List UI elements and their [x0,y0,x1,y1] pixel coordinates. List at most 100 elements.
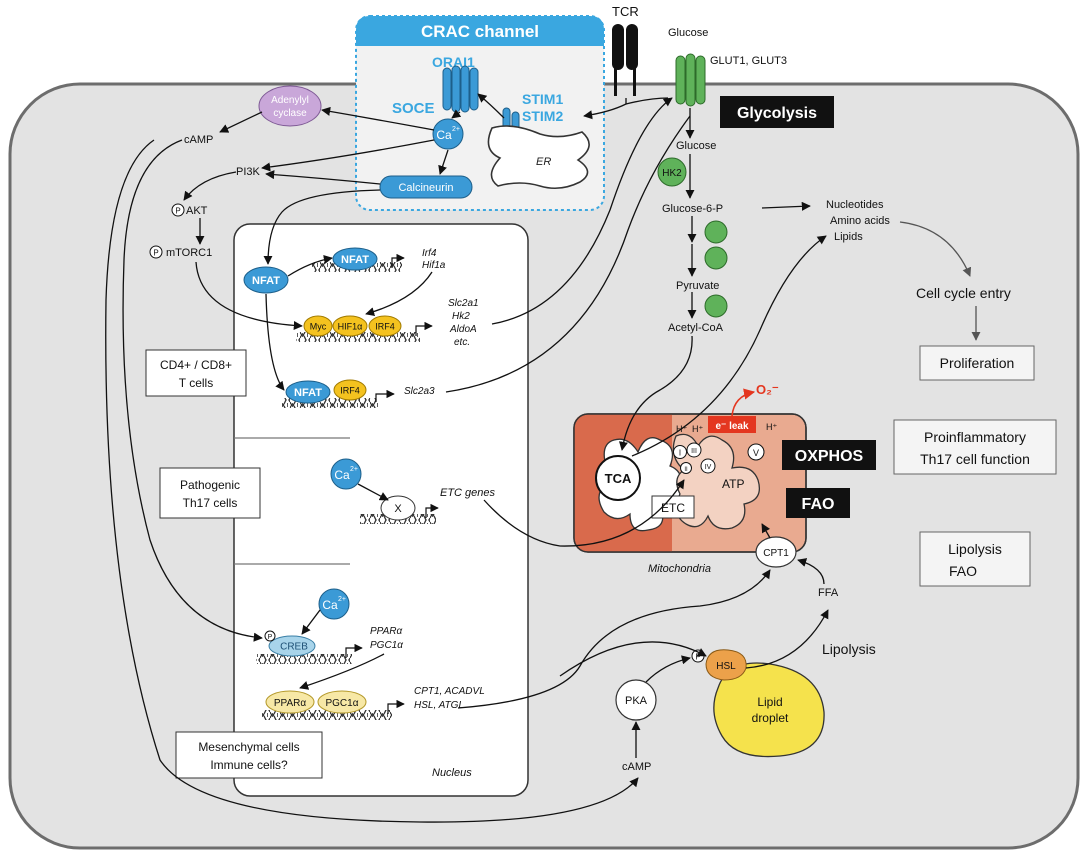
proliferation-label: Proliferation [940,355,1015,371]
glut-transporter-icon [675,53,706,107]
glut-label: GLUT1, GLUT3 [710,55,787,67]
lipolysis-fao-box [919,531,1031,587]
mtorc1-label: mTORC1 [166,247,212,259]
tca-label: TCA [605,471,632,486]
nfat-cytoplasm-label: NFAT [252,275,280,287]
nfat-cytoplasm-node [243,266,289,294]
calcium-ion-creb [318,588,350,620]
glycolytic-enzyme-2 [704,246,728,270]
cell-cycle-label: Cell cycle entry [916,285,1011,301]
calcium-top-sup: 2+ [452,126,460,133]
pgc1a-tf-label: PGC1α [325,698,358,709]
er-label: ER [536,156,551,168]
pgc1a-gene-label: PGC1α [370,640,403,651]
akt-phospho-icon [171,203,185,217]
etc-label: ETC [661,501,685,515]
akt-label: AKT [186,205,208,217]
proinflammatory-label-2: Th17 cell function [920,451,1030,467]
leak-arrow [731,388,756,417]
dna-helix-icon [296,332,420,342]
glycolysis-badge [720,96,834,128]
transcription-arrows [345,253,439,714]
pgc1a-tf [317,690,367,714]
cd4-cd8-box [145,349,247,397]
complex-i [673,445,687,459]
crac-channel-title: CRAC channel [421,22,539,41]
mitochondrion [573,413,807,553]
ppara-gene-label: PPARα [370,626,402,637]
mtorc1-phospho-p: P [153,249,158,258]
acetyl-coa-label: Acetyl-CoA [668,322,724,334]
complex-ii-label: II [684,467,688,473]
etc-genes-label: ETC genes [440,487,496,499]
pi3k-label: PI3K [236,166,261,178]
glyco-gene-4: etc. [454,337,470,348]
nfat-tf-1-label: NFAT [341,254,369,266]
th17-label-2: Th17 cells [183,496,238,510]
electron-leak-badge [708,416,756,433]
complex-v-label: V [753,448,759,458]
factor-x-node [380,495,416,521]
glyco-gene-2: Hk2 [452,311,470,322]
myc-tf-label: Myc [310,322,327,332]
amino-acids-label: Amino acids [830,215,890,227]
hk2-enzyme [657,157,687,187]
irf4-gene-label: Irf4 [422,248,437,259]
oxphos-badge [782,440,876,470]
mesenchymal-label-1: Mesenchymal cells [198,740,299,754]
proton-label-2: H⁺ [692,424,703,434]
atp-label: ATP [722,477,744,491]
glycolytic-enzyme-1 [704,220,728,244]
nfat-tf-2 [285,380,331,404]
creb-tf [268,635,316,657]
irf4-tf-2-label: IRF4 [340,386,360,396]
lipid-droplet-label-1: Lipid [757,695,782,709]
glycolysis-title: Glycolysis [737,105,817,122]
calcium-th17-sup: 2+ [350,466,358,473]
irf4-tf-2 [333,379,367,401]
fao-genes-label-2: HSL, ATGL [414,700,464,711]
g6p-label: Glucose-6-P [662,203,723,215]
lipolysis-fao-label-2: FAO [949,563,977,579]
dna-helix-icon [262,710,392,720]
superoxide-label: O₂⁻ [756,382,779,397]
factor-x-label: X [394,503,402,515]
glyco-gene-3: AldoA [449,324,477,335]
fao-label: FAO [802,496,835,513]
stim1-label: STIM1 [522,91,563,107]
lipid-droplet-label-2: droplet [752,711,789,725]
camp-bottom-label: cAMP [622,761,651,773]
lipolysis-fao-label-1: Lipolysis [948,541,1002,557]
glyco-gene-1: Slc2a1 [448,298,479,309]
complex-i-label: I [679,449,681,458]
irf4-tf-label: IRF4 [375,322,395,332]
creb-phospho-p: P [268,634,273,641]
adenylyl-label-1: Adenylyl [271,95,309,106]
nfat-tf-1 [332,247,378,271]
complex-iv-label: IV [705,464,712,471]
proliferation-box [919,345,1035,381]
nucleotides-label: Nucleotides [826,199,884,211]
cd4-cd8-label-2: T cells [179,376,213,390]
irf4-tf [368,315,402,337]
myc-tf [303,315,333,337]
calcium-th17-label: Ca [334,468,350,482]
hsl-label: HSL [716,661,736,672]
complex-v [747,443,765,461]
hif1a-gene-label: Hif1a [422,260,446,271]
tca-cycle [595,455,641,501]
adenylyl-cyclase-node [258,85,322,127]
pka-node [615,679,657,721]
electron-leak-label: e⁻ leak [715,421,749,432]
lipids-label: Lipids [834,231,863,243]
er-organelle [487,125,590,190]
mesenchymal-box [175,731,323,779]
pyruvate-label: Pyruvate [676,280,719,292]
proton-label-3: H⁺ [766,422,777,432]
pdh-enzyme [704,294,728,318]
nucleus-label: Nucleus [432,767,472,779]
crac-channel-banner [356,16,604,46]
proinflammatory-box [893,419,1057,475]
complex-iv [700,458,716,474]
stim2-label: STIM2 [522,108,563,124]
